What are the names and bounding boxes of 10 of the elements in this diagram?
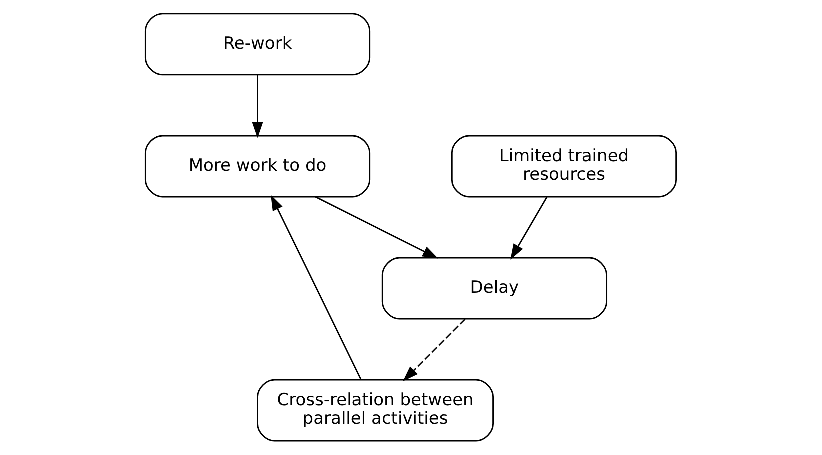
node-box: Delay	[382, 257, 608, 320]
arrow	[252, 75, 264, 138]
node-box: More work to do	[144, 135, 371, 198]
node-box: Cross-relation between parallel activities	[257, 379, 494, 442]
arrow	[510, 197, 548, 260]
arrow	[403, 318, 466, 382]
node-box: Re-work	[144, 13, 371, 76]
arrow	[271, 195, 362, 380]
arrow	[315, 196, 438, 259]
node-box: Limited trained resources	[451, 135, 678, 198]
